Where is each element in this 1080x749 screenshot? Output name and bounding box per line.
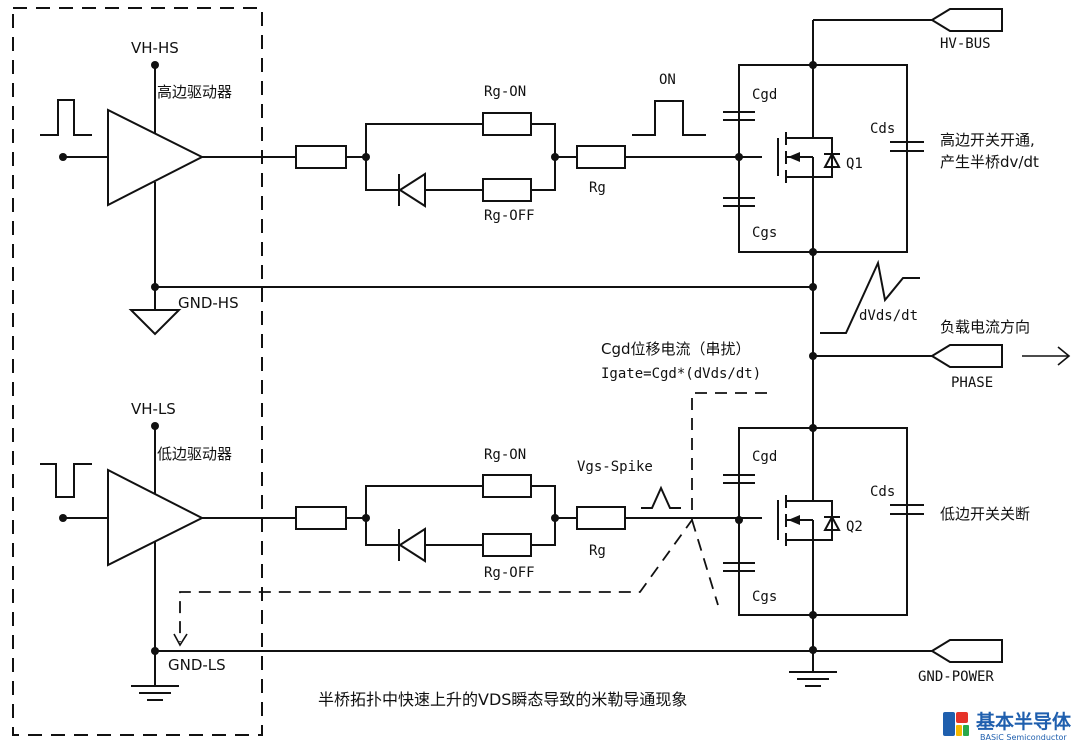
label-q1-cds: Cds — [870, 121, 895, 137]
logo-mark-yellow — [956, 725, 962, 736]
label-q1-cgd: Cgd — [752, 87, 777, 103]
label-gnd-power: GND-POWER — [918, 669, 994, 685]
low-off-diode — [398, 527, 426, 563]
label-low-rg: Rg — [589, 543, 606, 559]
low-side-mosfet-q2: Cgd Cgs Cds Q2 低边开关关断 — [723, 420, 1030, 687]
low-rg-off-resistor — [482, 533, 532, 557]
label-cgd-current-line1: Cgd位移电流（串扰） — [601, 340, 751, 358]
label-vgs-spike: Vgs-Spike — [577, 459, 653, 475]
high-rg-resistor — [576, 145, 626, 169]
label-high-rg: Rg — [589, 180, 606, 196]
label-q1: Q1 — [846, 156, 863, 172]
label-hv-bus: HV-BUS — [940, 36, 991, 52]
label-dvds-dt: dVds/dt — [859, 308, 918, 324]
high-series-resistor — [295, 145, 347, 169]
high-rg-off-resistor — [482, 178, 532, 202]
label-cgd-current-line2: Igate=Cgd*(dVds/dt) — [601, 366, 761, 382]
logo-text: 基本半导体 — [975, 710, 1072, 733]
label-low-driver: 低边驱动器 — [157, 445, 232, 463]
vgs-spike-pulse — [641, 485, 681, 509]
basic-semiconductor-logo: 基本半导体 BASiC Semiconductor — [943, 710, 1072, 742]
label-high-rg-off: Rg-OFF — [484, 208, 535, 224]
high-side-driver: VH-HS 高边驱动器 GND-HS — [40, 39, 239, 336]
diagram-caption: 半桥拓扑中快速上升的VDS瞬态导致的米勒导通现象 — [318, 690, 687, 709]
label-high-switch-line1: 高边开关开通, — [940, 131, 1035, 149]
high-rg-on-resistor — [482, 112, 532, 136]
label-low-rg-off: Rg-OFF — [484, 565, 535, 581]
high-input-pulse — [40, 99, 92, 136]
label-q2-cgs: Cgs — [752, 589, 777, 605]
low-rg-on-resistor — [482, 474, 532, 498]
high-side-gate-network: Rg-ON Rg-OFF Rg ON — [202, 72, 762, 224]
dvds-dt-waveform: dVds/dt — [820, 259, 920, 334]
label-q1-cgs: Cgs — [752, 225, 777, 241]
logo-mark-red — [956, 712, 968, 723]
label-high-switch-line2: 产生半桥dv/dt — [940, 153, 1039, 171]
low-side-gate-network: Rg-ON Rg-OFF Rg Vgs-Spike — [202, 447, 762, 581]
low-input-pulse — [40, 463, 92, 498]
label-gnd-ls: GND-LS — [168, 656, 226, 674]
label-q2: Q2 — [846, 519, 863, 535]
high-side-mosfet-q1: Cgd Cgs Cds Q1 — [723, 20, 924, 420]
label-on-pulse: ON — [659, 72, 676, 88]
label-high-driver: 高边驱动器 — [157, 83, 232, 101]
low-rg-resistor — [576, 506, 626, 530]
phase-terminal: PHASE 负载电流方向 — [809, 318, 1071, 391]
label-high-rg-on: Rg-ON — [484, 84, 526, 100]
label-low-rg-on: Rg-ON — [484, 447, 526, 463]
low-series-resistor — [295, 506, 347, 530]
gnd-power-terminal: GND-POWER — [155, 639, 1003, 685]
label-q2-cds: Cds — [870, 484, 895, 500]
logo-mark-blue — [943, 712, 955, 736]
hv-bus-terminal: HV-BUS 高边开关开通, 产生半桥dv/dt — [813, 8, 1039, 171]
high-off-diode — [398, 172, 426, 208]
label-phase: PHASE — [951, 375, 993, 391]
label-vh-ls: VH-LS — [131, 400, 176, 418]
label-load-current: 负载电流方向 — [940, 318, 1030, 336]
cgd-current-dashed-path — [179, 392, 767, 642]
logo-subtext: BASiC Semiconductor — [980, 733, 1067, 742]
low-side-driver: VH-LS 低边驱动器 GND-LS — [40, 400, 232, 701]
driver-boundary-box — [12, 7, 263, 736]
high-on-pulse — [632, 100, 706, 136]
label-q2-cgd: Cgd — [752, 449, 777, 465]
label-gnd-hs: GND-HS — [178, 294, 239, 312]
gnd-hs-ground-symbol — [128, 309, 182, 336]
logo-mark-green — [963, 725, 969, 736]
label-low-switch-off: 低边开关关断 — [940, 505, 1030, 523]
label-vh-hs: VH-HS — [131, 39, 179, 57]
